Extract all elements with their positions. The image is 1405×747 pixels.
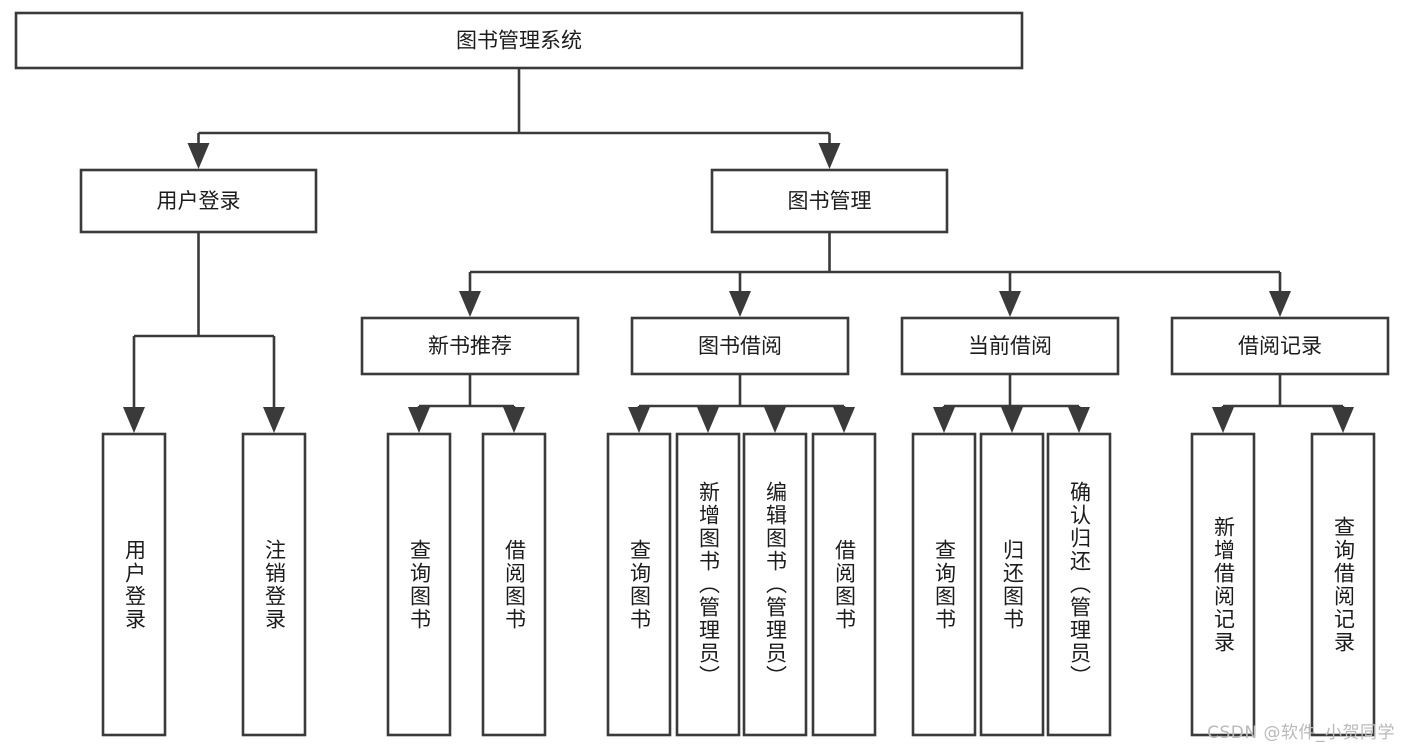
node-box-l2-0[interactable] [79, 168, 318, 234]
node-label-l3-1: 图书借阅 [698, 334, 782, 358]
arrow-head-icon-l3-0-1 [503, 407, 525, 433]
node-box-layer [14, 11, 1390, 737]
node-box-leaf-11[interactable] [1190, 432, 1256, 737]
arrow-head-icon-l3-1-2 [764, 407, 786, 433]
node-box-root-0[interactable] [14, 11, 1024, 70]
node-box-leaf-1[interactable] [241, 432, 307, 737]
node-label-l3-3: 借阅记录 [1238, 334, 1322, 358]
node-box-leaf-3[interactable] [481, 432, 547, 737]
arrow-head-icon-l3-1-1 [697, 407, 719, 433]
csdn-watermark: CSDN @软件_小贺同学 [1207, 723, 1395, 743]
arrow-head-icon-l3-3-0 [1212, 407, 1234, 433]
node-box-leaf-6[interactable] [742, 432, 808, 737]
connector-layer [123, 68, 1354, 433]
arrow-head-icon-l2-2 [999, 291, 1021, 317]
node-box-l2-1[interactable] [710, 168, 949, 234]
node-box-l3-0[interactable] [360, 316, 580, 376]
node-box-leaf-7[interactable] [811, 432, 877, 737]
node-box-leaf-5[interactable] [675, 432, 741, 737]
node-box-leaf-10[interactable] [1046, 432, 1112, 737]
node-box-l3-3[interactable] [1170, 316, 1390, 376]
node-box-leaf-0[interactable] [101, 432, 167, 737]
arrow-head-icon-l3-2-1 [1001, 407, 1023, 433]
node-label-l2-0: 用户登录 [157, 189, 241, 213]
node-label-l3-2: 当前借阅 [968, 334, 1052, 358]
arrow-head-icon-login-0 [123, 407, 145, 433]
arrow-head-icon-l3-2-0 [933, 407, 955, 433]
node-box-leaf-4[interactable] [606, 432, 672, 737]
arrow-head-icon-l3-3-1 [1332, 407, 1354, 433]
node-box-l3-1[interactable] [630, 316, 850, 376]
node-box-l3-2[interactable] [900, 316, 1120, 376]
node-box-leaf-2[interactable] [386, 432, 452, 737]
arrow-head-icon-l3-2-2 [1068, 407, 1090, 433]
arrow-head-icon-l2-3 [1269, 291, 1291, 317]
node-box-leaf-8[interactable] [911, 432, 977, 737]
arrow-head-icon-l3-1-3 [833, 407, 855, 433]
arrow-head-icon-l3-0-0 [408, 407, 430, 433]
arrow-head-icon-login-1 [263, 407, 285, 433]
arrow-head-icon-l2-1 [729, 291, 751, 317]
node-label-l3-0: 新书推荐 [428, 334, 512, 358]
node-label-l2-1: 图书管理 [788, 189, 872, 213]
node-box-leaf-12[interactable] [1310, 432, 1376, 737]
node-box-leaf-9[interactable] [979, 432, 1045, 737]
arrow-head-icon-l3-1-0 [628, 407, 650, 433]
node-label-root-0: 图书管理系统 [456, 29, 582, 53]
arrow-head-icon-root-1 [818, 143, 841, 169]
arrow-head-icon-l2-0 [459, 291, 481, 317]
arrow-head-icon-root-0 [187, 143, 210, 169]
